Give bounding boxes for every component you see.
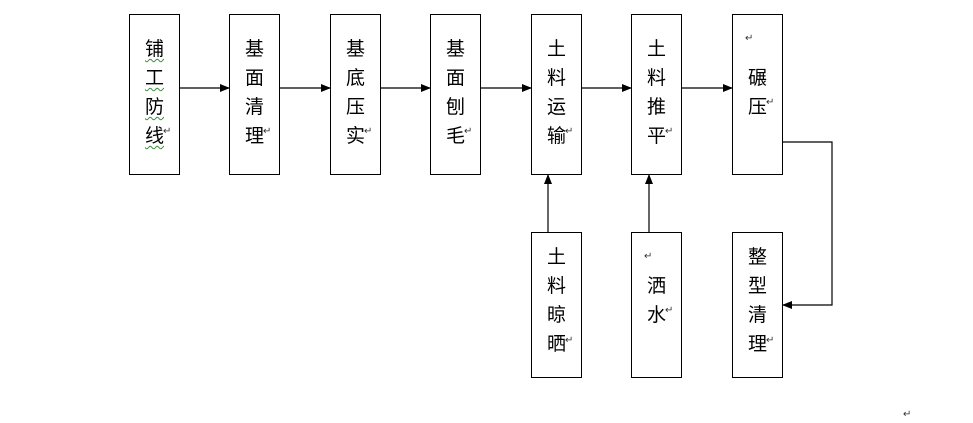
- node-n6-label: 土 料 推 平: [646, 38, 666, 147]
- node-n5: 土 料 运 输 ↵: [531, 14, 582, 175]
- paragraph-mark: ↵: [565, 335, 574, 346]
- node-n9-label: 洒 水: [646, 275, 666, 326]
- node-n3: 基 底 压 实 ↵: [330, 14, 381, 175]
- node-n10: 整 型 清 理 ↵: [732, 232, 783, 378]
- node-n7: ↵ 碾 压 ↵: [732, 14, 783, 175]
- node-n6: 土 料 推 平 ↵: [631, 14, 682, 175]
- paragraph-mark: ↵: [464, 126, 473, 137]
- node-n8-label: 土 料 晾 晒: [546, 246, 566, 355]
- paragraph-mark: ↵: [766, 335, 775, 346]
- paragraph-mark: ↵: [364, 126, 373, 137]
- node-n5-label: 土 料 运 输: [546, 38, 566, 147]
- paragraph-mark: ↵: [903, 409, 912, 420]
- node-n2-label: 基 面 清 理: [244, 38, 264, 147]
- paragraph-mark: ↵: [665, 126, 674, 137]
- paragraph-mark: ↵: [745, 33, 754, 44]
- node-n4: 基 面 刨 毛 ↵: [430, 14, 481, 175]
- node-n9: ↵ 洒 水 ↵: [631, 232, 682, 378]
- node-n4-label: 基 面 刨 毛: [445, 38, 465, 147]
- node-n7-label: 碾 压: [747, 67, 767, 118]
- paragraph-mark: ↵: [766, 97, 775, 108]
- node-n1: 铺 工 防 线 ↵: [129, 14, 180, 175]
- paragraph-mark: ↵: [263, 126, 272, 137]
- edge-n7-n10: [782, 141, 833, 309]
- node-n3-label: 基 底 压 实: [345, 38, 365, 147]
- paragraph-mark: ↵: [644, 251, 653, 262]
- paragraph-mark: ↵: [163, 126, 172, 137]
- node-n1-label: 铺 工 防 线: [144, 38, 164, 147]
- paragraph-mark: ↵: [665, 305, 674, 316]
- node-n10-label: 整 型 清 理: [747, 246, 767, 355]
- node-n2: 基 面 清 理 ↵: [229, 14, 280, 175]
- node-n8: 土 料 晾 晒 ↵: [531, 232, 582, 378]
- paragraph-mark: ↵: [565, 126, 574, 137]
